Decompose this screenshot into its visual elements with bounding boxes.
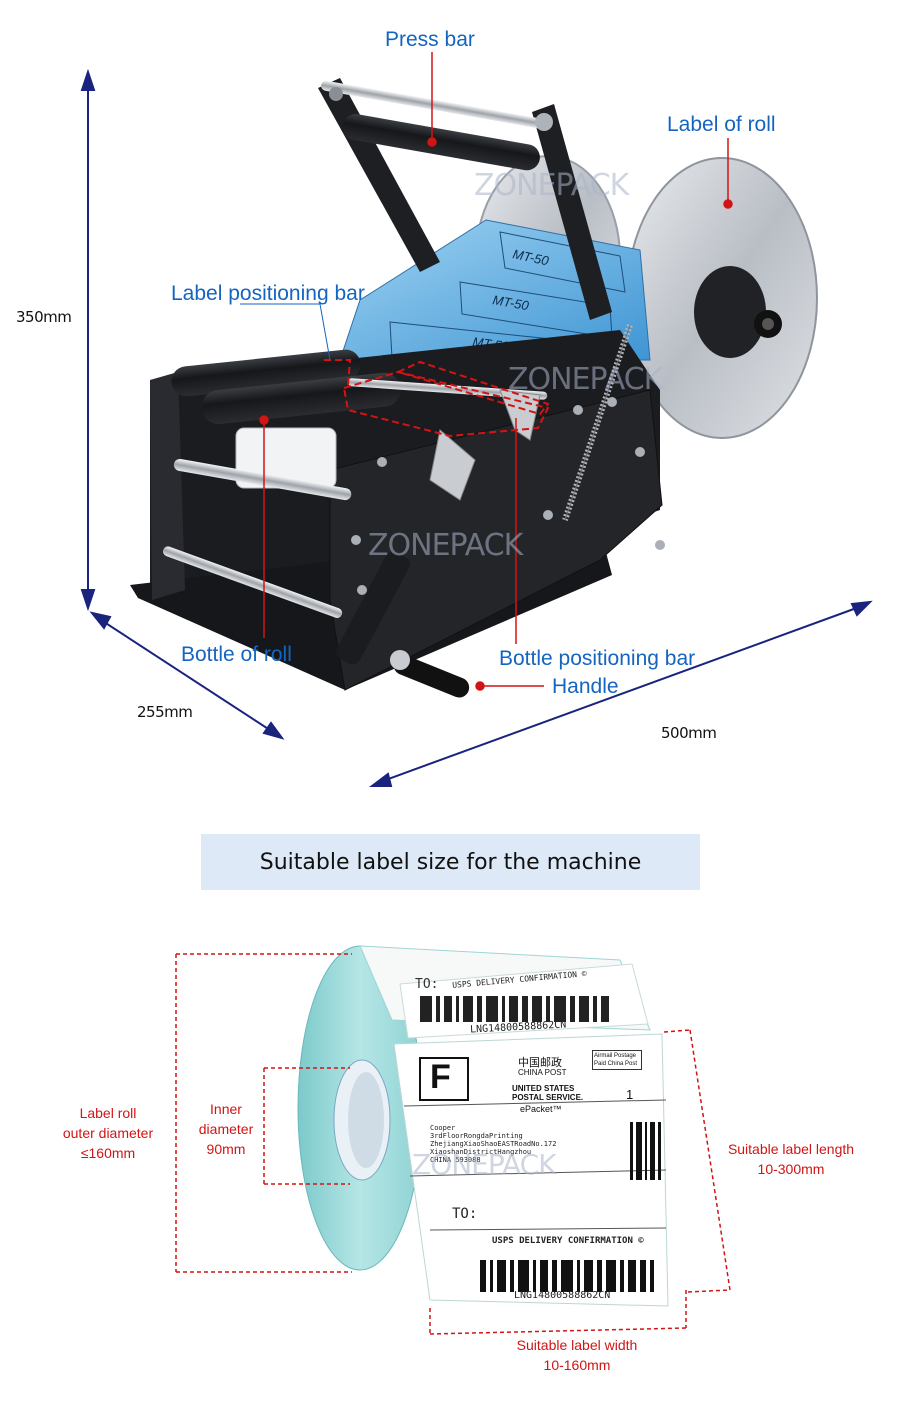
tracking-main: LNG14800588862CN	[514, 1290, 611, 1301]
press-bar-roller	[342, 114, 540, 171]
bottle-positioning-bar-callout: Bottle positioning bar	[499, 647, 696, 670]
china-post-en: CHINA POST	[518, 1068, 567, 1077]
lower-rod-1	[173, 458, 352, 501]
label-to-main: TO:	[452, 1206, 478, 1222]
label-of-roll-callout: Label of roll	[667, 113, 776, 136]
body-front-plate	[329, 389, 663, 691]
watermark-middle: ZONEPACK	[508, 362, 663, 397]
sender-line-4: XiaoshanDistrictHangzhou	[430, 1148, 532, 1156]
china-post-cn: 中国邮政	[518, 1056, 562, 1069]
press-bar-rod	[321, 80, 546, 129]
bottle-roller-back	[171, 349, 361, 397]
watermark-bottom: ZONEPACK	[368, 528, 523, 563]
inner-diameter-label: Inner diameter 90mm	[198, 1101, 254, 1157]
label-title-to: TO:	[415, 977, 439, 992]
usps-name: UNITED STATES POSTAL SERVICE.	[512, 1084, 584, 1102]
watermark-top: ZONEPACK	[474, 168, 629, 203]
width-dimension-line	[379, 605, 863, 783]
press-frame-right	[532, 104, 612, 320]
sender-line-2: 3rdFloorRongdaPrinting	[430, 1132, 523, 1140]
label-width-label: Suitable label width 10-160mm	[516, 1337, 638, 1373]
sender-line-1: Cooper	[430, 1124, 456, 1132]
handle-arm	[336, 551, 410, 665]
handle-callout: Handle	[552, 675, 619, 698]
section-title: Suitable label size for the machine	[259, 849, 642, 875]
label-roll-illustration	[175, 945, 731, 1335]
sender-line-3: ZhejiangXiaoShaoEASTRoadNo.172	[430, 1140, 557, 1148]
handle-grip	[393, 655, 470, 698]
positioning-rod	[347, 378, 548, 400]
depth-dimension: 255mm	[137, 703, 193, 721]
sender-line-5: CHINA 593088	[430, 1156, 481, 1164]
height-dimension: 350mm	[16, 308, 72, 326]
airmail-box: Airmail Postage Paid China Post	[592, 1050, 642, 1070]
label-length-label: Suitable label length 10-300mm	[727, 1141, 855, 1177]
depth-dimension-line	[97, 617, 277, 735]
letter-f: F	[430, 1058, 451, 1096]
mt50-label-2: MT-50	[491, 292, 530, 313]
label-positioning-bar-callout: Label positioning bar	[171, 282, 365, 305]
width-dimension: 500mm	[661, 724, 717, 742]
watermark-roll: ZONEPACK	[412, 1148, 557, 1181]
section-title-box: Suitable label size for the machine	[201, 834, 700, 890]
bottle-of-roll-callout: Bottle of roll	[181, 643, 292, 666]
press-bar-callout: Press bar	[385, 28, 475, 51]
lower-rod-2	[162, 546, 343, 618]
epacket: ePacket™	[520, 1104, 562, 1114]
label-number: 1	[626, 1087, 634, 1102]
machine-illustration: MT-50 MT-50 MT-50	[80, 52, 873, 787]
outer-diameter-label: Label roll outer diameter ≤160mm	[62, 1105, 154, 1161]
usps-confirmation-main: USPS DELIVERY CONFIRMATION ©	[492, 1236, 644, 1246]
